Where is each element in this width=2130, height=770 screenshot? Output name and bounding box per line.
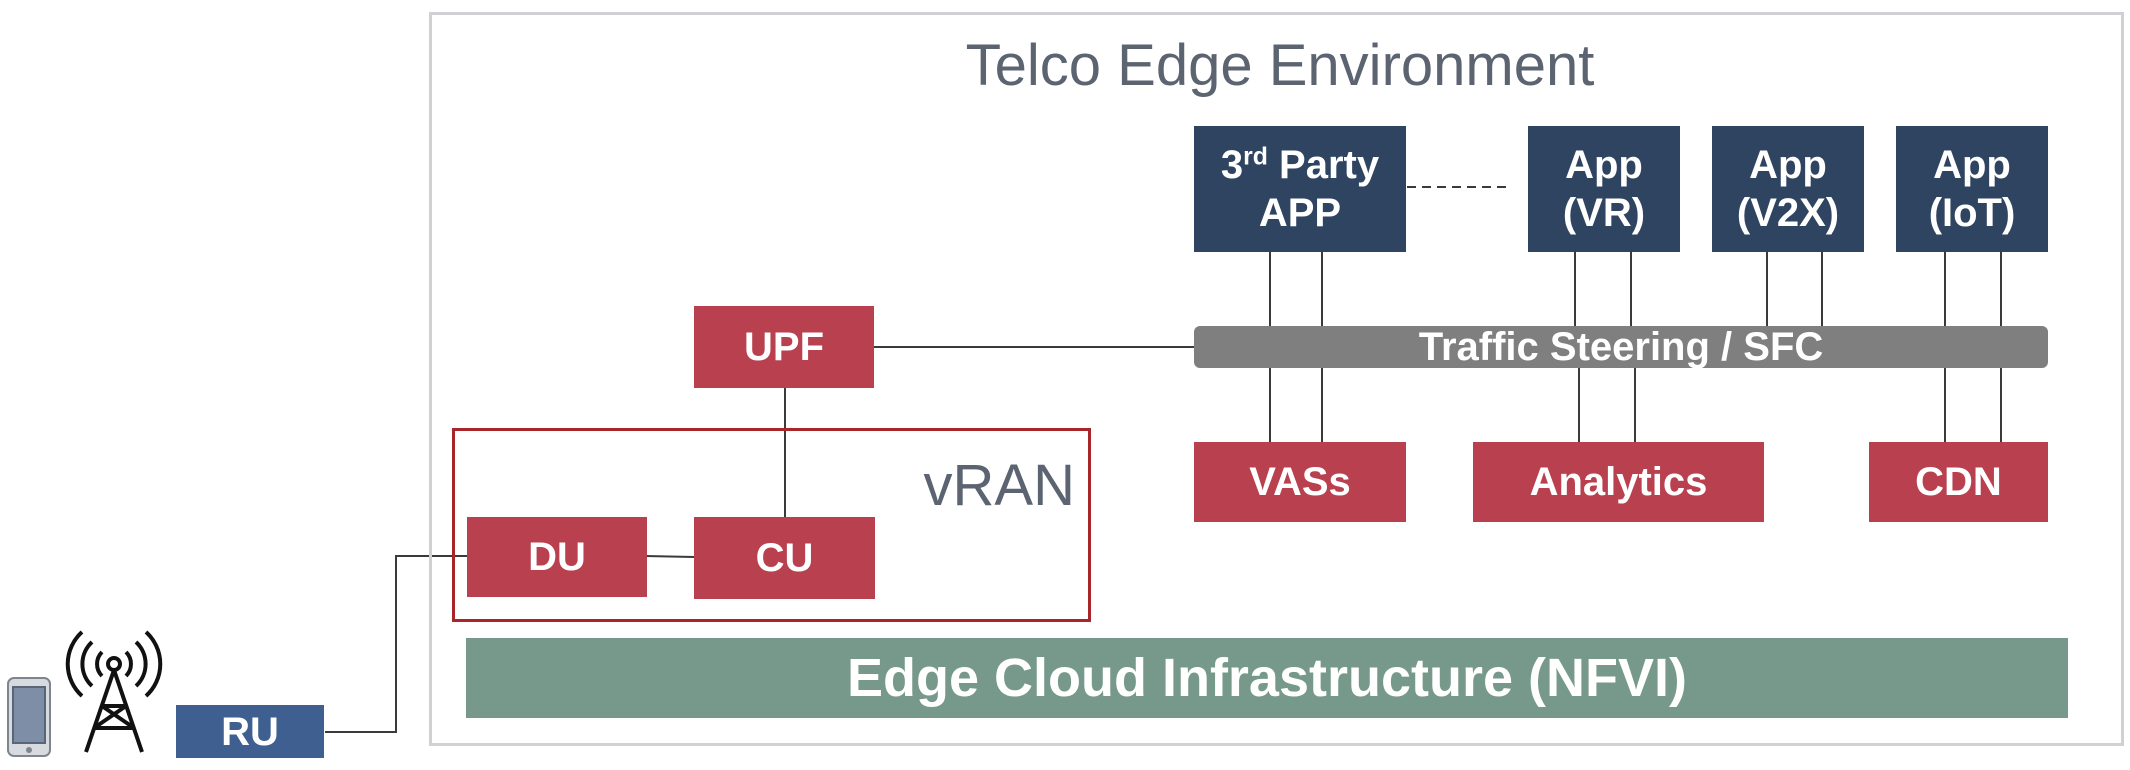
app-iot-line1: App xyxy=(1933,143,2011,187)
ru-box: RU xyxy=(176,705,324,758)
app-v2x-line2: (V2X) xyxy=(1736,191,1840,235)
vran-title: vRAN xyxy=(923,453,1075,518)
third-party-superscript: rd xyxy=(1243,143,1268,171)
traffic-steering-bar: Traffic Steering / SFC xyxy=(1194,325,2048,369)
third-party-line2: APP xyxy=(1258,191,1342,235)
edge-cloud-infrastructure-bar: Edge Cloud Infrastructure (NFVI) xyxy=(466,638,2068,718)
analytics-box: Analytics xyxy=(1473,442,1764,522)
app-v2x-line1: App xyxy=(1749,143,1827,187)
cell-tower-icon xyxy=(65,630,163,753)
vass-box: VASs xyxy=(1194,442,1406,522)
third-party-app-box: 3rd Party APP xyxy=(1194,126,1406,252)
ru-du-link xyxy=(325,555,468,733)
third-party-ordinal: 3 xyxy=(1220,143,1244,187)
app-v2x-box: App (V2X) xyxy=(1712,126,1864,252)
app-iot-box: App (IoT) xyxy=(1896,126,2048,252)
du-box: DU xyxy=(467,517,647,597)
telco-edge-environment-frame xyxy=(429,12,2124,746)
third-party-line1: Party xyxy=(1267,143,1380,187)
app-iot-line2: (IoT) xyxy=(1928,191,2016,235)
mobile-phone-icon xyxy=(7,677,51,757)
cu-box: CU xyxy=(694,517,875,599)
app-vr-box: App (VR) xyxy=(1528,126,1680,252)
app-vr-line1: App xyxy=(1565,143,1643,187)
cdn-box: CDN xyxy=(1869,442,2048,522)
vran-frame xyxy=(452,428,1091,622)
environment-title: Telco Edge Environment xyxy=(965,33,1595,98)
du-cu-link xyxy=(644,555,695,558)
app-vr-line2: (VR) xyxy=(1562,191,1646,235)
upf-box: UPF xyxy=(694,306,874,388)
